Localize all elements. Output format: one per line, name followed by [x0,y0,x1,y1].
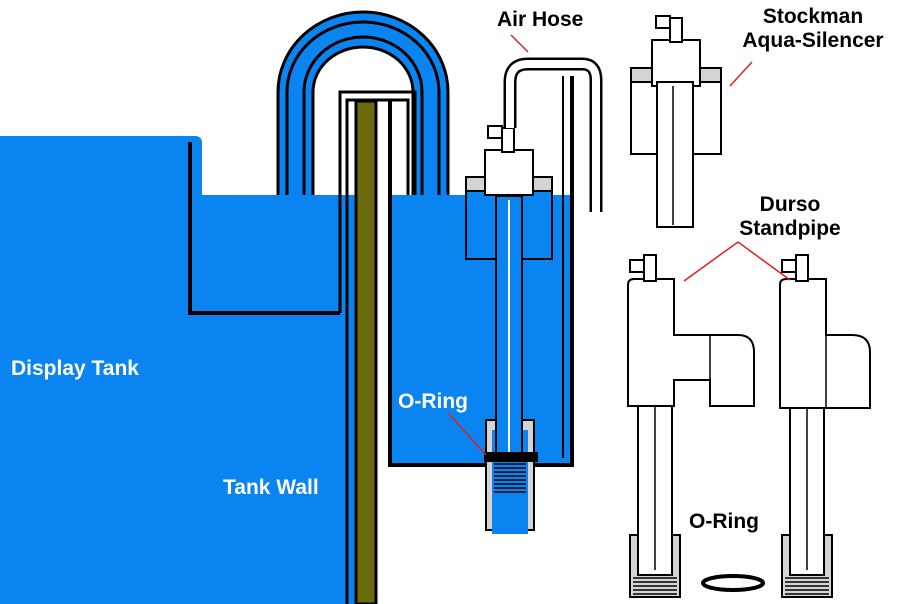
display-tank-water [0,136,355,604]
threaded-fitting [494,459,526,493]
tank-wall-label: Tank Wall [223,476,319,499]
stockman-label-line2: Aqua-Silencer [742,29,884,52]
o-ring-overflow-label: O-Ring [398,390,468,413]
o-ring-loose-label: O-Ring [689,510,759,533]
stockman-aqua-silencer [630,15,722,228]
installed-standpipe [465,125,553,534]
air-valve [487,125,503,139]
loose-o-ring [701,574,765,592]
durso-label-line2: Standpipe [739,217,841,240]
durso-standpipe-left [627,254,755,598]
stockman-label: Stockman Aqua-Silencer [728,5,898,53]
air-hose-label: Air Hose [497,8,584,31]
display-tank-label: Display Tank [11,357,139,380]
label-leader-lines [447,34,791,456]
tank-wall [354,99,378,604]
air-hose [503,57,603,212]
stockman-label-line1: Stockman [762,5,864,28]
durso-standpipe-right [779,254,871,598]
durso-label-line1: Durso [759,193,821,216]
durso-label: Durso Standpipe [715,193,865,241]
